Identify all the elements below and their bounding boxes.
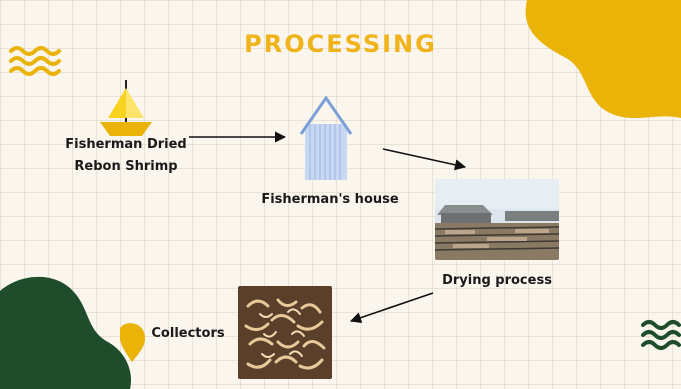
fisherman-label-line1: Fisherman Dried <box>65 137 187 152</box>
wave-icon-bottom-right <box>641 320 681 350</box>
drying-racks-photo <box>435 179 559 260</box>
collectors-label: Collectors <box>151 326 225 341</box>
fisherman-label-line2: Rebon Shrimp <box>74 159 178 174</box>
dried-shrimp-photo <box>238 286 332 379</box>
arrow-house-to-drying <box>382 148 467 171</box>
house-icon <box>299 95 353 180</box>
wave-icon-top-left <box>9 46 61 76</box>
yellow-blob-small <box>120 323 146 362</box>
yellow-blob-top-right <box>525 0 681 119</box>
arrow-drying-to-collectors <box>349 292 434 324</box>
green-blob-bottom-left <box>0 276 132 389</box>
sailboat-icon <box>100 80 152 136</box>
fisherman-label: Fisherman Dried Rebon Shrimp <box>58 134 194 178</box>
drying-label: Drying process <box>442 273 552 288</box>
house-label: Fisherman's house <box>261 192 399 207</box>
page-title: PROCESSING <box>244 30 437 58</box>
